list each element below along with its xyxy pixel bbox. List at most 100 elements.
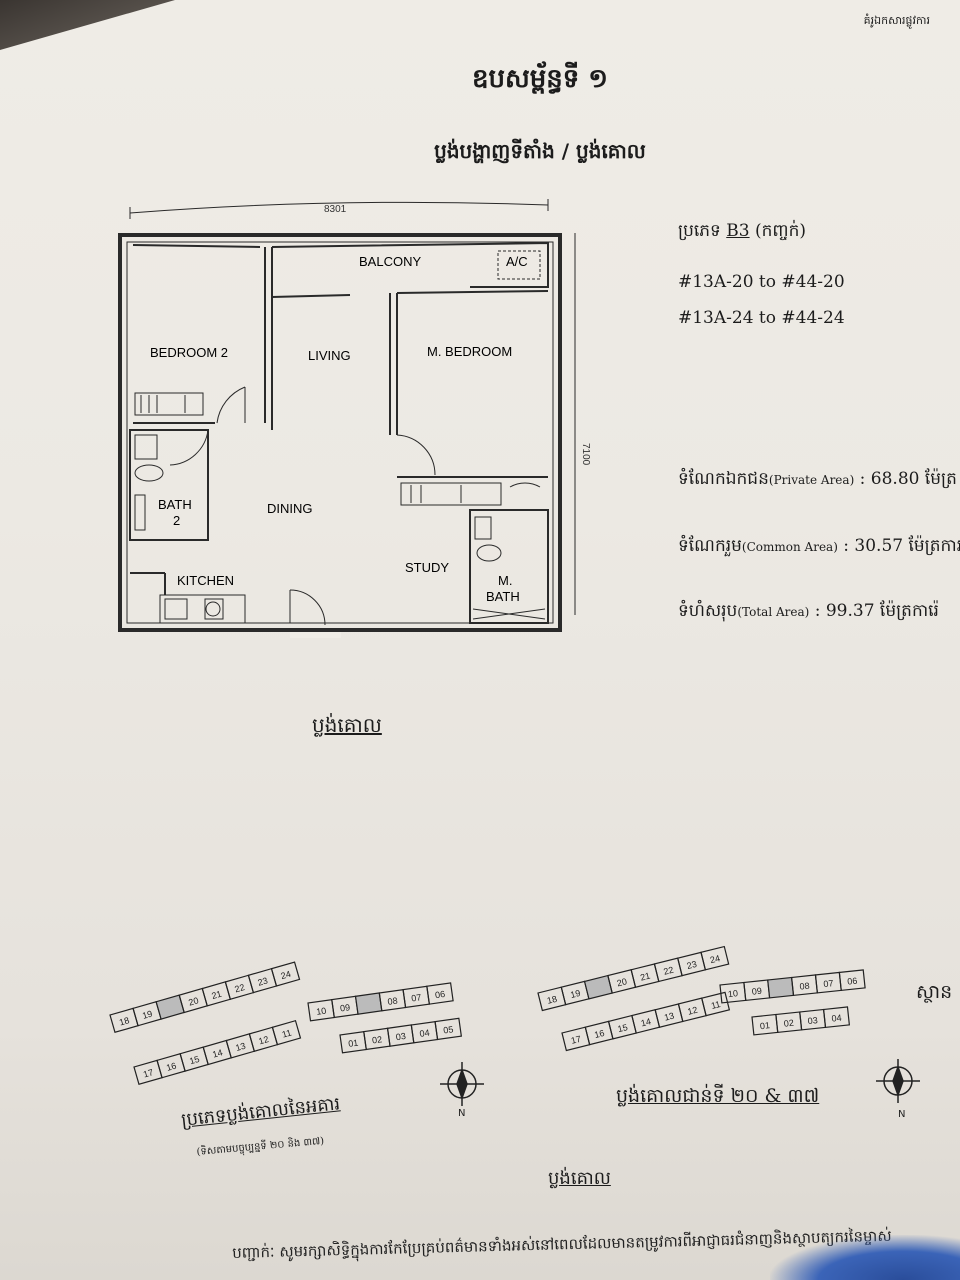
kp-right-lower-unit-label: 14 — [640, 1016, 652, 1028]
kp-left-right-bottom-unit-box — [434, 1017, 463, 1041]
total-area: ទំហំសរុប(Total Area) : 99.37 ម៉ែត្រការ៉េ — [678, 600, 939, 625]
key-plan-right-caption: ប្លង់គោលជាន់ទី ២០ & ៣៧ — [616, 1085, 820, 1107]
kp-right-right-top-unit-box — [838, 969, 866, 992]
kp-right-upper-unit-label: 23 — [686, 959, 698, 971]
kp-left-lower-unit-label: 13 — [234, 1041, 246, 1053]
kp-right-upper-unit-label: 24 — [709, 953, 721, 965]
kp-left-right-bottom-unit-label: 01 — [348, 1038, 359, 1049]
room-m-bedroom: M. BEDROOM — [427, 344, 512, 359]
room-living: LIVING — [308, 348, 351, 363]
room-m-bath-label: M. — [498, 573, 512, 588]
north-compass-icon-right: N — [876, 1059, 920, 1120]
kp-right-upper-unit-label: 21 — [639, 971, 651, 983]
kp-right-upper-unit-label: 20 — [616, 976, 628, 988]
kp-left-right-top-unit-label: 09 — [339, 1002, 350, 1013]
kp-right-right-top-unit-label: 07 — [823, 978, 834, 989]
kp-left-right-top-unit-box — [354, 992, 383, 1015]
kp-right-right-top-unit-label: 06 — [847, 976, 858, 987]
kp-left-right-top-unit-label: 08 — [387, 996, 398, 1007]
total-area-en: (Total Area) — [737, 605, 810, 619]
kp-left-upper-unit-label: 18 — [118, 1015, 130, 1027]
total-area-label: ទំហំសរុប — [678, 601, 738, 621]
kp-left-lower-unit-label: 12 — [257, 1034, 269, 1046]
kp-left-lower-unit-box — [271, 1019, 302, 1046]
private-area-label: ទំណែកឯកជន — [678, 469, 769, 489]
kp-right-upper-unit-label: 19 — [569, 988, 581, 1000]
kp-right-upper-unit-label: 18 — [546, 994, 558, 1006]
kp-right-right-bottom-unit-label: 02 — [783, 1018, 794, 1029]
dim-depth: 7100 — [580, 443, 591, 466]
unit-type: ប្រភេទ B3 (កញ្ចក់) — [678, 220, 806, 245]
key-plan-side-label: ស្ថាន — [916, 981, 953, 1003]
kp-left-right-bottom-unit-label: 02 — [371, 1034, 382, 1045]
kp-left-right-bottom-unit-label: 05 — [443, 1024, 454, 1035]
common-area-en: (Common Area) — [741, 540, 838, 554]
north-label: N — [458, 1108, 465, 1118]
kp-right-right-bottom-unit-label: 01 — [759, 1020, 770, 1031]
room-m-bath-word: BATH — [486, 589, 520, 604]
kp-right-lower-unit-label: 15 — [617, 1022, 629, 1034]
room-dining: DINING — [267, 501, 313, 516]
north-label-right: N — [898, 1109, 905, 1120]
kp-left-right-bottom-unit-label: 04 — [419, 1028, 430, 1039]
footer-caption: ប្លង់គោល — [548, 1168, 611, 1189]
unit-range-1: #13A-20 to #44-20 — [678, 272, 845, 292]
kp-left-right-top-unit-label: 06 — [434, 989, 445, 1000]
private-area-value: : 68.80 ម៉ែត្រ — [859, 469, 957, 489]
common-area-label: ទំណែករួម — [678, 536, 742, 556]
floor-plan-caption: ប្លង់គោល — [312, 713, 382, 737]
kp-left-upper-unit-label: 22 — [233, 982, 245, 994]
kp-right-upper-unit-label: 22 — [662, 965, 674, 977]
kp-left-upper-unit-label: 21 — [210, 989, 222, 1001]
kp-left-upper-unit-label: 24 — [280, 969, 292, 981]
kp-left-lower-unit-label: 17 — [142, 1067, 154, 1079]
kp-left-right-top-unit-label: 10 — [316, 1006, 327, 1017]
kp-right-lower-unit-box — [700, 991, 731, 1017]
kp-right-right-bottom-unit-label: 03 — [807, 1015, 818, 1026]
floor-plan: 8301 7100 BALCONY A/C BEDROOM 2 LIVING M… — [118, 199, 591, 638]
kp-left-upper-unit-box — [270, 961, 301, 987]
kp-left-lower-unit-label: 16 — [165, 1061, 177, 1073]
kp-right-right-bottom-unit-box — [822, 1006, 851, 1029]
room-bath-2-label: BATH — [158, 497, 192, 512]
kp-right-upper-unit-box — [700, 945, 730, 971]
kp-right-right-top-unit-label: 08 — [799, 981, 810, 992]
header-note: គំរូឯកសារផ្លូវការ — [863, 14, 930, 27]
private-area-en: (Private Area) — [768, 473, 855, 487]
unit-type-prefix: ប្រភេទ — [678, 221, 721, 241]
kp-right-lower-unit-label: 11 — [710, 999, 721, 1011]
kp-right-lower-unit-label: 13 — [663, 1011, 675, 1023]
kp-right-right-top-unit-label: 09 — [751, 986, 762, 997]
kp-right-lower-unit-label: 17 — [570, 1034, 582, 1046]
kp-left-right-bottom-unit-label: 03 — [395, 1031, 406, 1042]
kp-left-upper-unit-label: 19 — [141, 1009, 153, 1021]
kp-left-lower-unit-label: 15 — [188, 1054, 200, 1066]
common-area-value: : 30.57 ម៉ែត្រការ — [843, 536, 960, 556]
room-bedroom-2: BEDROOM 2 — [150, 345, 228, 360]
kp-right-right-bottom-unit-label: 04 — [831, 1013, 842, 1024]
common-area: ទំណែករួម(Common Area) : 30.57 ម៉ែត្រការ — [678, 535, 960, 560]
room-balcony: BALCONY — [359, 254, 421, 269]
room-ac: A/C — [506, 254, 528, 269]
key-plan-floor-20-37: 18 19 20 21 22 23 24 17 16 15 14 13 12 11 10 09 08 07 06 01… — [537, 945, 866, 1052]
kp-left-lower-unit-label: 14 — [211, 1047, 223, 1059]
total-area-value: : 99.37 ម៉ែត្រការ៉េ — [814, 601, 939, 621]
kp-left-upper-unit-label: 23 — [257, 975, 269, 987]
dim-width: 8301 — [324, 204, 347, 215]
kp-right-lower-unit-label: 16 — [593, 1028, 605, 1040]
room-study: STUDY — [405, 560, 449, 575]
private-area: ទំណែកឯកជន(Private Area) : 68.80 ម៉ែត្រ — [678, 468, 957, 493]
north-compass-icon: N — [440, 1062, 484, 1118]
unit-type-code: B3 — [726, 221, 750, 241]
room-kitchen: KITCHEN — [177, 573, 234, 588]
kp-right-right-top-unit-box — [767, 976, 795, 999]
kp-right-right-top-unit-label: 10 — [727, 988, 738, 999]
page-title: ឧបសម្ព័ន្ធទី ១ — [471, 64, 608, 94]
kp-left-right-top-unit-label: 07 — [411, 992, 422, 1003]
kp-right-lower-unit-label: 12 — [686, 1005, 698, 1017]
unit-type-suffix: (កញ្ចក់) — [754, 221, 807, 241]
room-bath-2-number: 2 — [173, 513, 180, 528]
kp-left-upper-unit-label: 20 — [187, 995, 199, 1007]
